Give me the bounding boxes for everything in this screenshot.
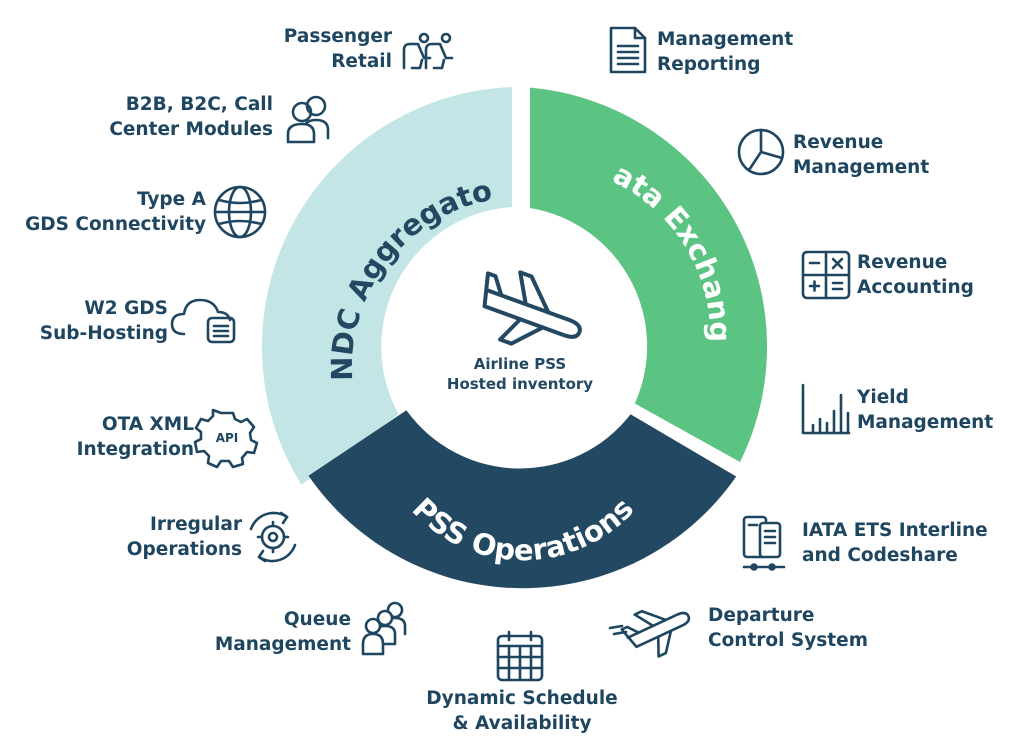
api-text: API <box>216 431 239 445</box>
airplane-icon <box>482 270 582 346</box>
bar-chart-icon <box>801 383 851 435</box>
departure-plane-icon <box>620 609 691 658</box>
center-title-line2: Hosted inventory <box>447 375 593 393</box>
passenger-retail-icon <box>402 32 454 70</box>
document-icon <box>609 26 647 74</box>
segment-data-exchange <box>530 87 768 462</box>
api-gear-icon <box>193 408 259 469</box>
segment-ndc-aggregator <box>261 87 512 485</box>
calculator-icon <box>801 250 851 300</box>
calendar-icon <box>496 630 544 682</box>
users-icon <box>286 95 330 144</box>
servers-icon <box>742 515 786 571</box>
gear-cycle-icon <box>249 511 297 563</box>
cloud-server-icon <box>170 298 236 344</box>
queue-people-icon <box>361 601 407 656</box>
pie-chart-icon <box>737 128 785 176</box>
center-title-line1: Airline PSS <box>474 355 566 373</box>
label-dynamic-schedule: Dynamic Schedule& Availability <box>426 688 618 734</box>
motion-lines <box>608 624 628 636</box>
segment-pss-operations <box>308 410 737 589</box>
globe-icon <box>213 185 267 239</box>
